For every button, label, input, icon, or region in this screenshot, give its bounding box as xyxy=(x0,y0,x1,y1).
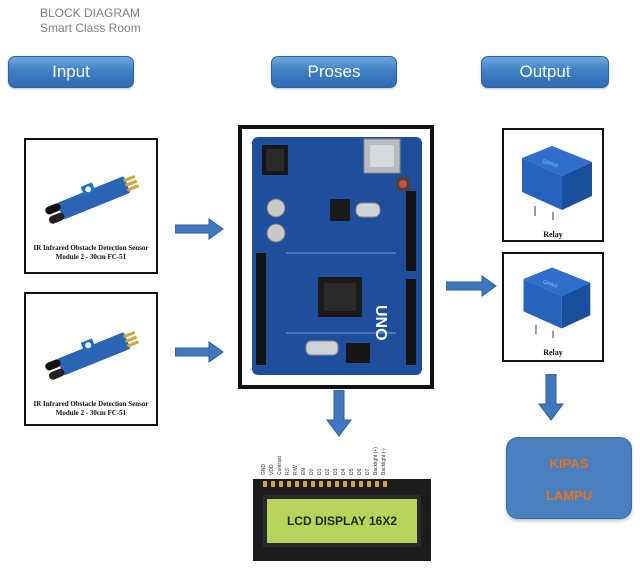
svg-text:D2: D2 xyxy=(325,468,331,475)
board-label: UNO xyxy=(372,305,389,341)
svg-text:QIANJI: QIANJI xyxy=(542,279,558,290)
svg-text:GND: GND xyxy=(261,464,267,476)
down-arrow-icon xyxy=(538,374,564,421)
output-lampu: LAMPU xyxy=(545,488,593,503)
svg-text:Contrast: Contrast xyxy=(277,455,283,475)
arduino-board-image: UNO xyxy=(246,133,426,381)
ir-sensor-image xyxy=(36,314,148,392)
right-arrow-icon xyxy=(446,275,497,297)
lcd-screen-label: LCD DISPLAY 16X2 xyxy=(286,514,398,528)
output-devices-box: KIPAS LAMPU xyxy=(506,437,632,519)
right-arrow-icon xyxy=(175,218,224,240)
relay-caption-2: Relay xyxy=(543,348,563,357)
ir-sensor-card-2: IR Infrared Obstacle Detection Sensor Mo… xyxy=(24,292,158,426)
lcd-display-card: GND VDD Contrast RS R/W EN D0 D1 D2 D3 D… xyxy=(249,441,435,569)
svg-text:Backlight (+): Backlight (+) xyxy=(373,447,379,475)
svg-text:R/W: R/W xyxy=(293,465,299,475)
down-arrow-icon xyxy=(326,390,352,437)
relay-card-1: QIANJI Relay xyxy=(502,128,604,242)
right-arrow-icon xyxy=(175,341,224,363)
sensor-caption-2a: IR Infrared Obstacle Detection Sensor xyxy=(33,400,149,408)
lcd-image: GND VDD Contrast RS R/W EN D0 D1 D2 D3 D… xyxy=(249,441,435,569)
output-kipas: KIPAS xyxy=(549,456,589,471)
svg-text:D0: D0 xyxy=(309,468,315,475)
svg-text:D1: D1 xyxy=(317,468,323,475)
svg-text:D3: D3 xyxy=(333,468,339,475)
relay-caption-1: Relay xyxy=(543,230,563,239)
svg-text:RS: RS xyxy=(285,467,291,475)
output-header: Output xyxy=(481,56,609,88)
svg-text:D5: D5 xyxy=(349,468,355,475)
svg-text:D6: D6 xyxy=(357,468,363,475)
svg-text:EN: EN xyxy=(301,468,307,475)
sensor-caption-1b: Module 2 - 30cm FC-51 xyxy=(55,253,127,261)
relay-image: QIANJI xyxy=(514,258,596,340)
process-header: Proses xyxy=(271,56,397,88)
ir-sensor-card-1: IR Infrared Obstacle Detection Sensor Mo… xyxy=(24,138,158,274)
diagram-title: BLOCK DIAGRAM xyxy=(40,6,141,20)
svg-text:VDD: VDD xyxy=(269,464,275,475)
svg-text:Backlight (-): Backlight (-) xyxy=(381,448,387,475)
relay-card-2: QIANJI Relay xyxy=(502,252,604,362)
svg-text:D7: D7 xyxy=(365,468,371,475)
input-header: Input xyxy=(8,56,134,88)
svg-text:D4: D4 xyxy=(341,468,347,475)
svg-text:QIANJI: QIANJI xyxy=(541,158,558,169)
arduino-uno-frame: UNO xyxy=(238,125,434,389)
sensor-caption-2b: Module 2 - 30cm FC-51 xyxy=(55,409,127,417)
diagram-subtitle: Smart Class Room xyxy=(40,21,141,35)
sensor-caption-1a: IR Infrared Obstacle Detection Sensor xyxy=(33,244,149,252)
relay-image: QIANJI xyxy=(512,136,598,222)
ir-sensor-image xyxy=(36,158,148,236)
